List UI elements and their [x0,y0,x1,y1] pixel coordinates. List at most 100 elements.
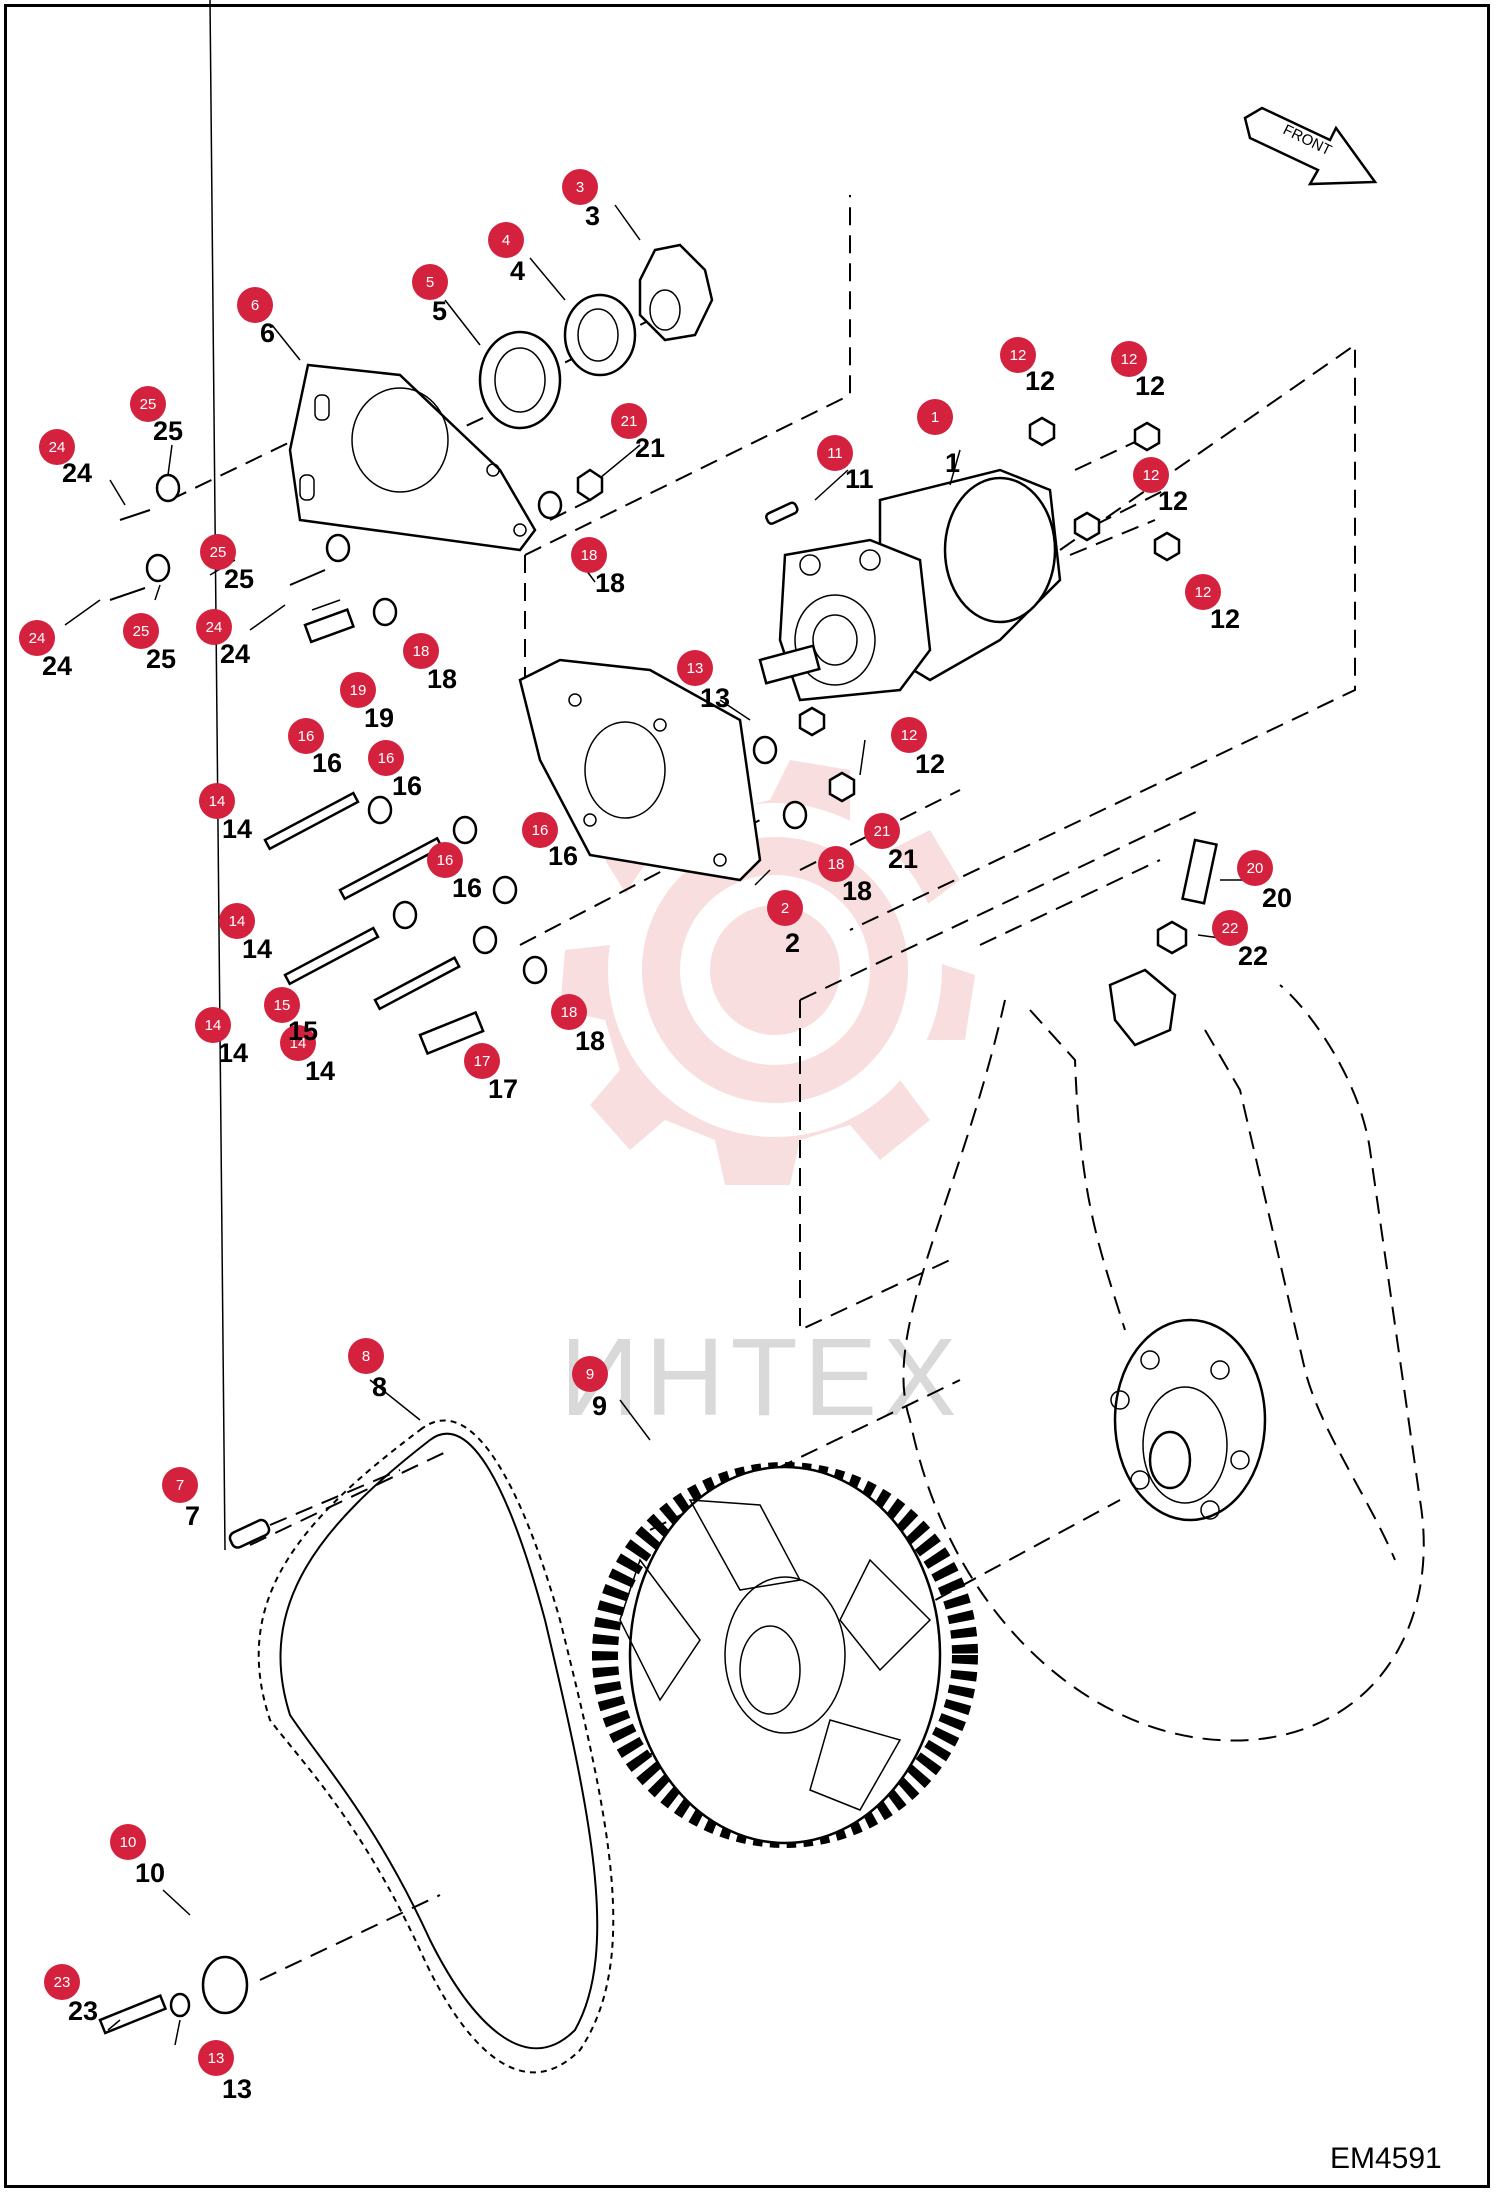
callout-badge-label-c25b: 25 [210,544,227,561]
callout-badge-label-c15: 15 [274,997,291,1014]
callout-badge-label-c13b: 13 [208,2050,225,2067]
callout-badge-c12e [891,717,927,753]
callout-badge-c12d [1185,574,1221,610]
seal [563,293,637,377]
callout-badge-c16d [522,812,558,848]
callout-badge-label-c25c: 25 [133,623,150,640]
sprocket-teeth [592,1462,978,1848]
callout-badge-c13b [198,2040,234,2076]
callout-markers: 1122334455667788991010111112121212121212… [19,169,1292,2104]
callout-badge-label-c14b: 14 [229,913,246,930]
axle-hub [1110,1318,1267,1522]
callout-number-c25c: 25 [146,644,176,674]
bearing-plate [288,363,537,552]
callout-badge-label-c21a: 21 [621,413,638,430]
callout-number-c18a: 18 [595,568,625,598]
callout-badge-label-c18c: 18 [828,856,845,873]
callout-badge-c16b [368,740,404,776]
callout-badge-c22 [1212,910,1248,946]
callout-badge-label-c14d: 14 [290,1035,307,1052]
callout-number-c18d: 18 [575,1026,605,1056]
watermark-ring-inner [680,875,870,1065]
motor-nuts [798,416,1181,737]
callout-number-c11: 11 [845,464,874,494]
callout-badge-c25c [123,613,159,649]
callout-badge-c25a [130,386,166,422]
callout-number-c25b: 25 [224,564,254,594]
callout-badge-label-c21b: 21 [874,823,891,840]
callout-number-c16b: 16 [392,771,422,801]
callout-number-c24a: 24 [62,458,92,488]
drive-sprocket-small [638,243,714,342]
callout-badge-label-c12b: 12 [1121,351,1138,368]
callout-number-c14b: 14 [242,934,272,964]
callout-badge-label-c14c: 14 [205,1017,222,1034]
callout-number-c18c: 18 [842,876,872,906]
hardware-left [109,468,1219,1056]
callout-badge-c3 [562,169,598,205]
callout-badge-label-c4: 4 [502,232,510,249]
callout-number-c8: 8 [372,1372,387,1402]
callout-badge-label-c13a: 13 [687,660,704,677]
callout-badge-c21a [611,403,647,439]
callout-badge-c13a [677,650,713,686]
callout-badge-c4 [488,222,524,258]
chain-master-link [228,1518,271,1549]
callout-badge-label-c6: 6 [251,297,259,314]
callout-badge-label-c12d: 12 [1195,584,1212,601]
callout-badge-label-c16d: 16 [532,822,549,839]
callout-number-c24b: 24 [42,651,72,681]
callout-number-c17: 17 [488,1074,518,1104]
callout-number-c12e: 12 [915,749,945,779]
axle-cap [98,1955,249,2035]
callout-number-c12b: 12 [1135,371,1165,401]
callout-badge-label-c19: 19 [350,682,367,699]
callout-badge-label-c24b: 24 [29,630,46,647]
callout-badge-c10 [110,1824,146,1860]
callout-number-c22: 22 [1238,941,1268,971]
callout-badge-label-c16c: 16 [437,852,454,869]
callout-badge-c5 [412,264,448,300]
callout-badge-c12b [1111,341,1147,377]
callout-badge-c12a [1000,337,1036,373]
callout-badge-c14b [219,903,255,939]
callout-badge-c18d [551,994,587,1030]
callout-badge-c18a [571,537,607,573]
chain-case-housing [902,984,1425,1742]
callout-number-c13b: 13 [222,2074,252,2104]
callout-badge-label-c14a: 14 [209,793,226,810]
callout-number-c14a: 14 [222,814,252,844]
callout-badge-c21b [864,813,900,849]
motor-mount-plate [518,658,762,882]
callout-badge-c15 [264,987,300,1023]
drive-chain [257,1419,615,2074]
callout-badge-label-c11: 11 [827,445,843,462]
callout-badge-c1 [917,399,953,435]
callout-badge-c19 [340,672,376,708]
callout-number-c23: 23 [68,1996,98,2026]
callout-badge-c9 [572,1356,608,1392]
callout-badge-c11 [817,435,853,471]
bearing [478,330,562,430]
callout-number-c9: 9 [592,1391,607,1421]
callout-badge-c18c [818,846,854,882]
callout-number-c12c: 12 [1158,486,1188,516]
assembly-lines [169,195,1356,1981]
callout-number-c20: 20 [1262,883,1292,913]
callout-number-c16a: 16 [312,748,342,778]
callout-badge-label-c17: 17 [474,1053,491,1070]
shaft-key [765,501,799,525]
callout-badge-c14c [195,1007,231,1043]
watermark-ring-outer [608,803,942,1137]
callout-number-c16c: 16 [452,873,482,903]
callout-badge-label-c2: 2 [781,900,789,917]
watermark-text: ИНТЕХ [560,1316,962,1439]
callout-badge-c2 [767,890,803,926]
callout-badge-label-c5: 5 [426,274,434,291]
callout-number-c19: 19 [364,703,394,733]
callout-badge-c17 [464,1043,500,1079]
callout-badge-label-c16b: 16 [378,750,395,767]
callout-badge-label-c25a: 25 [140,396,157,413]
callout-badge-label-c24c: 24 [206,619,223,636]
front-direction-arrow: FRONT [1243,106,1378,186]
